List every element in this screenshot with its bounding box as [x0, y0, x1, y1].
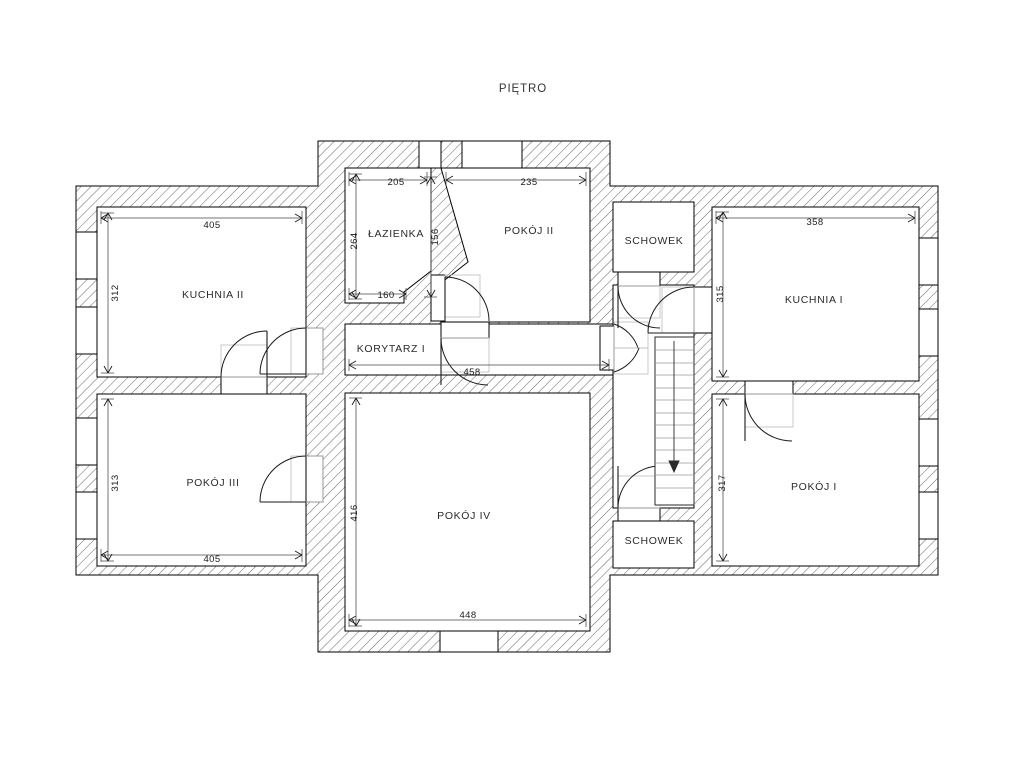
window-top-lazienka — [418, 140, 442, 169]
door-arc-kuchnia-i-west — [647, 286, 695, 334]
window-bottom-pokoj-iv — [439, 630, 499, 653]
door-opening-kuchnia-i-west — [693, 286, 713, 334]
dimension-pokoj-iii-width: 405 — [204, 554, 221, 565]
dimension-lazienka-bottom: 160 — [378, 290, 395, 301]
door-box-kuchnia-ii-east — [290, 327, 324, 375]
dimension-korytarz-i-width: 458 — [464, 367, 481, 378]
room-label-pokoj-i: POKÓJ I — [791, 480, 837, 493]
door-opening-kuchnia-ii-south — [220, 376, 268, 395]
dimension-pokoj-i-height: 317 — [717, 475, 728, 492]
window-openings — [75, 140, 939, 653]
wall-mass — [75, 140, 939, 653]
dimension-kuchnia-ii-height: 312 — [110, 285, 121, 302]
stair-direction-arrow-icon — [668, 460, 680, 474]
door-arc-pokoj-i-north — [744, 393, 793, 442]
room-label-pokoj-iii: POKÓJ III — [186, 476, 239, 489]
room-label-pokoj-iv: POKÓJ IV — [437, 509, 491, 522]
dimension-kuchnia-i-width: 358 — [807, 217, 824, 228]
door-opening-pokoj-iii-east — [305, 455, 324, 503]
room-label-lazienka: ŁAZIENKA — [368, 228, 424, 240]
door-arc-lazienka — [444, 276, 490, 322]
dimension-pokoj-iv-width: 448 — [460, 610, 477, 621]
room-labels: KUCHNIA II POKÓJ III ŁAZIENKA POKÓJ II K… — [182, 224, 843, 547]
dimension-pokoj-iii-height: 313 — [110, 475, 121, 492]
dimension-lazienka-notch-height: 156 — [430, 229, 441, 246]
door-opening-pokoj-i-north — [744, 380, 794, 395]
door-arc-korytarz-east-b — [613, 347, 640, 373]
dimension-lines — [100, 172, 916, 627]
room-label-pokoj-ii: POKÓJ II — [504, 224, 554, 237]
door-opening-lazienka — [430, 274, 446, 322]
window-left-lower-b — [75, 491, 98, 540]
door-arc-pokoj-iii-east — [259, 455, 307, 503]
dimension-pokoj-ii-width: 235 — [521, 177, 538, 188]
door-box-pokoj-iii-east — [290, 455, 324, 503]
dimension-pokoj-iv-height: 416 — [349, 505, 360, 522]
door-opening-pokoj-ii-south — [440, 321, 490, 339]
room-label-kuchnia-i: KUCHNIA I — [785, 294, 843, 306]
window-left-upper-a — [75, 231, 98, 280]
door-opening-schowek-bottom — [617, 507, 661, 522]
window-right-lower-b — [918, 491, 939, 540]
doors — [220, 271, 794, 522]
window-right-upper-b — [918, 308, 939, 357]
door-box-korytarz-east-b — [613, 347, 649, 375]
window-left-upper-b — [75, 306, 98, 355]
room-label-kuchnia-ii: KUCHNIA II — [182, 289, 244, 301]
door-arc-kuchnia-ii-east — [259, 327, 307, 375]
room-label-schowek-bottom: SCHOWEK — [625, 535, 684, 547]
room-label-schowek-top: SCHOWEK — [625, 235, 684, 247]
door-arc-schowek-top — [617, 285, 661, 329]
door-opening-kuchnia-ii-east — [305, 327, 324, 375]
window-right-upper-a — [918, 237, 939, 286]
dimension-kuchnia-i-height: 315 — [715, 286, 726, 303]
door-arc-schowek-bottom — [617, 465, 661, 509]
door-arc-kuchnia-ii-south — [220, 330, 268, 378]
dimension-labels: 405 312 405 313 205 264 156 160 235 458 … — [110, 177, 823, 621]
door-arc-pokoj-ii-south — [440, 337, 489, 386]
door-arc-korytarz-east-a — [613, 323, 639, 349]
window-top-pokoj-ii — [461, 140, 523, 169]
dimension-lazienka-width: 205 — [388, 177, 405, 188]
window-left-lower-a — [75, 417, 98, 466]
staircase-outline — [654, 336, 695, 506]
door-opening-schowek-top — [617, 271, 661, 287]
dimension-lazienka-height: 264 — [349, 233, 360, 250]
dimension-kuchnia-ii-width: 405 — [204, 220, 221, 231]
page-title: PIĘTRO — [499, 83, 547, 95]
room-label-korytarz-i: KORYTARZ I — [357, 343, 426, 355]
window-right-lower-a — [918, 418, 939, 467]
staircase — [654, 336, 695, 506]
